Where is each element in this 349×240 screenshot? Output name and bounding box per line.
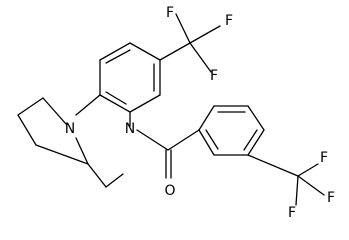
molecule-drawing: F F F N N O F F F — [17, 5, 335, 221]
bond — [75, 137, 89, 165]
bond — [189, 25, 221, 44]
bond — [297, 175, 325, 196]
bond — [136, 129, 169, 151]
fluorine-atom-label: F — [320, 150, 328, 166]
bond — [198, 105, 215, 131]
bond — [75, 94, 101, 116]
bond — [247, 105, 265, 131]
fluorine-atom-label: F — [210, 68, 218, 84]
nitrogen-atom-label: N — [125, 121, 135, 137]
bond — [129, 42, 161, 61]
bond — [189, 42, 212, 73]
bonds — [17, 13, 325, 206]
bond — [35, 144, 89, 165]
bond — [247, 154, 299, 177]
bond — [105, 173, 124, 188]
bond — [17, 97, 44, 116]
bond — [87, 163, 107, 188]
fluorine-atom-label: F — [225, 13, 233, 29]
bond — [243, 129, 258, 151]
bond — [297, 163, 319, 177]
bond — [247, 129, 265, 156]
oxygen-atom-label: O — [164, 183, 175, 199]
bond — [205, 129, 219, 150]
bond — [17, 114, 37, 146]
bond — [42, 97, 67, 125]
fluorine-atom-label: F — [327, 190, 335, 206]
fluorine-atom-label: F — [288, 205, 296, 221]
bond — [295, 175, 299, 206]
bond — [175, 13, 191, 44]
nitrogen-atom-label: N — [65, 121, 75, 137]
bond — [105, 91, 127, 105]
bond — [198, 129, 215, 156]
bond — [99, 94, 131, 113]
bond — [105, 49, 131, 64]
bond — [99, 42, 131, 61]
bond — [167, 129, 200, 151]
bond — [129, 94, 161, 113]
structure-canvas: F F F N N O F F F — [17, 5, 335, 221]
fluorine-atom-label: F — [166, 5, 174, 21]
atom-labels: F F F N N O F F F — [65, 5, 335, 221]
bond — [159, 42, 191, 61]
